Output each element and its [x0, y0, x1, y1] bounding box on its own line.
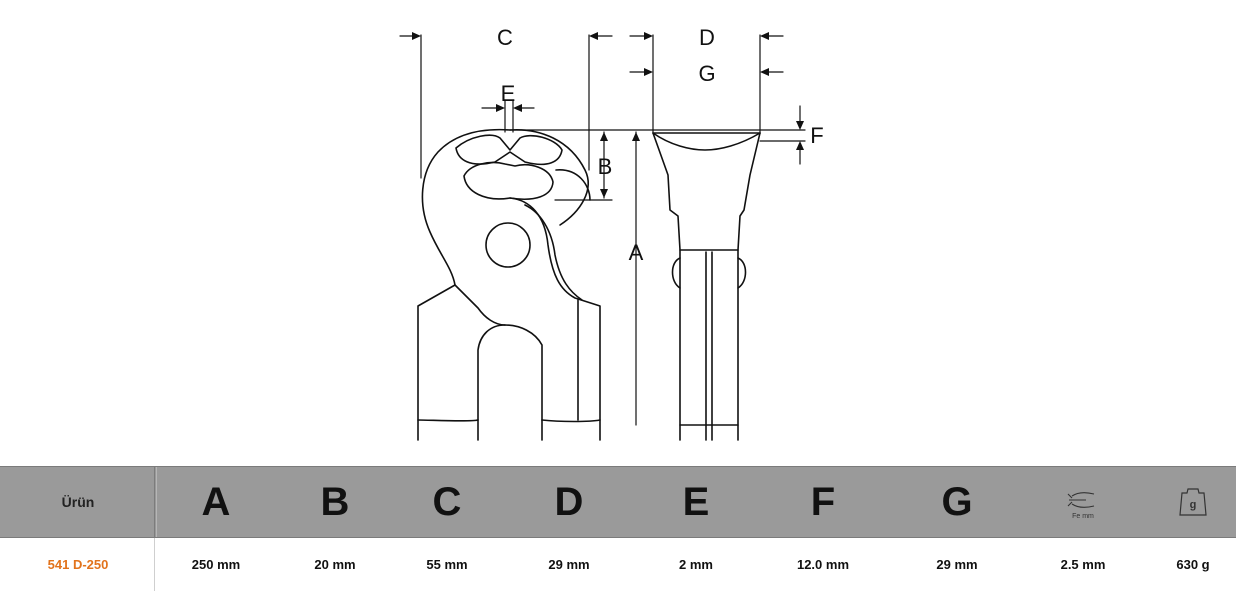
- table-header: Ürün A B C D E F G Fe mm g: [0, 466, 1236, 538]
- header-f: F: [810, 479, 836, 524]
- weight-icon: g: [1178, 467, 1208, 537]
- dimension-label-b: B: [598, 154, 613, 179]
- dimension-label-c: C: [497, 25, 513, 50]
- value-fe: 2.5 mm: [1060, 557, 1106, 572]
- header-g: G: [941, 479, 973, 524]
- weight-icon-label: g: [1190, 499, 1197, 511]
- side-view: [652, 132, 761, 441]
- value-g: 29 mm: [936, 557, 978, 572]
- dimension-label-f: F: [810, 123, 823, 148]
- column-divider: [154, 538, 155, 591]
- dimension-label-d: D: [699, 25, 715, 50]
- value-c: 55 mm: [426, 557, 468, 572]
- header-a: A: [201, 479, 231, 524]
- technical-drawing: C D G E F B A: [399, 25, 824, 441]
- header-c: C: [432, 479, 462, 524]
- dimension-label-g: G: [698, 61, 715, 86]
- value-d: 29 mm: [548, 557, 590, 572]
- front-view: [417, 128, 601, 441]
- header-d: D: [554, 479, 584, 524]
- column-divider: [154, 467, 157, 537]
- wire-cutting-capacity-icon: Fe mm: [1066, 467, 1100, 537]
- dimension-label-a: A: [629, 240, 644, 265]
- header-e: E: [682, 479, 710, 524]
- value-f: 12.0 mm: [796, 557, 850, 572]
- value-a: 250 mm: [191, 557, 241, 572]
- dimension-label-e: E: [501, 81, 516, 106]
- fe-icon-label: Fe mm: [1072, 513, 1094, 520]
- dimension-lines: [399, 34, 806, 426]
- value-weight: 630 g: [1176, 557, 1210, 572]
- value-e: 2 mm: [679, 557, 713, 572]
- value-b: 20 mm: [314, 557, 356, 572]
- header-b: B: [320, 479, 350, 524]
- header-product: Ürün: [61, 494, 95, 510]
- spec-table: Ürün A B C D E F G Fe mm g: [0, 466, 1236, 591]
- product-code: 541 D-250: [47, 557, 109, 572]
- dimension-arrows: [412, 32, 804, 198]
- table-row: 541 D-250 250 mm 20 mm 55 mm 29 mm 2 mm …: [0, 538, 1236, 591]
